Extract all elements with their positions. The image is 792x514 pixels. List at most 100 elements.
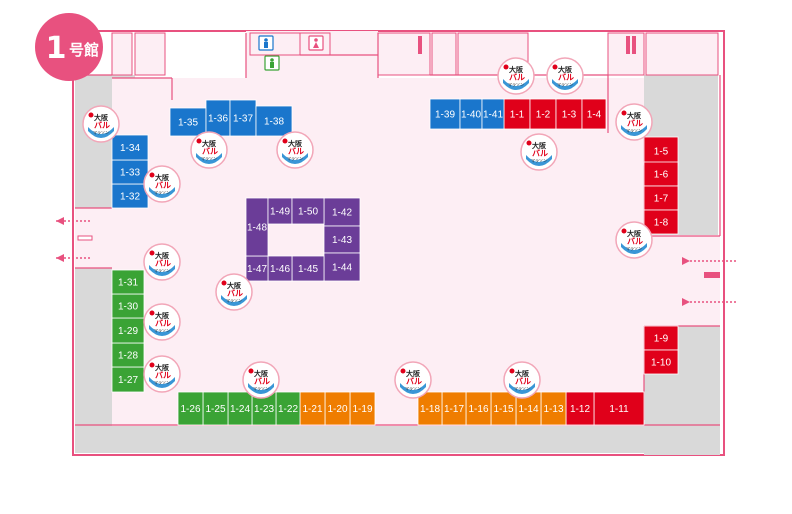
marker-text-1: 大阪 (254, 369, 269, 378)
booth-label: 1-16 (468, 404, 488, 415)
marker-text-1: 大阪 (202, 139, 217, 148)
booth-block (169, 107, 207, 137)
booth-1-48[interactable]: 1-48 (245, 197, 269, 257)
icon-head (314, 38, 318, 42)
booth-1-35[interactable]: 1-35 (169, 107, 207, 137)
booth-1-31[interactable]: 1-31 (111, 269, 145, 295)
booth-1-12[interactable]: 1-12 (565, 391, 595, 426)
booth-1-45[interactable]: 1-45 (291, 255, 325, 282)
booth-1-32[interactable]: 1-32 (111, 183, 149, 209)
marker-wave (282, 153, 308, 164)
mens-restroom-icon (258, 35, 274, 51)
marker-text-2: バル (532, 149, 548, 158)
marker-text-3: マラソン (514, 385, 530, 391)
booth-1-50[interactable]: 1-50 (291, 197, 325, 225)
booth-1-29[interactable]: 1-29 (111, 317, 145, 344)
marker-text-2: バル (155, 319, 171, 328)
booth-1-47[interactable]: 1-47 (245, 255, 269, 282)
booth-1-46[interactable]: 1-46 (267, 255, 293, 282)
booth-1-11[interactable]: 1-11 (593, 391, 645, 426)
booth-1-21[interactable]: 1-21 (299, 391, 326, 426)
booth-1-6[interactable]: 1-6 (643, 161, 679, 187)
booth-1-41[interactable]: 1-41 (481, 98, 505, 130)
marker-text-3: マラソン (226, 297, 242, 303)
booth-1-40[interactable]: 1-40 (459, 98, 483, 130)
booth-1-3[interactable]: 1-3 (555, 98, 583, 130)
hall-number: 1 (46, 31, 67, 66)
booth-1-25[interactable]: 1-25 (202, 391, 229, 426)
booth-block (465, 391, 492, 426)
booth-1-33[interactable]: 1-33 (111, 159, 149, 185)
marker-text-1: 大阪 (155, 311, 170, 320)
icon-body (270, 62, 274, 68)
booth-1-5[interactable]: 1-5 (643, 136, 679, 166)
booth-1-42[interactable]: 1-42 (323, 197, 361, 227)
booth-1-9[interactable]: 1-9 (643, 325, 679, 351)
marker-dot (282, 138, 288, 144)
booth-label: 1-28 (118, 351, 138, 362)
floor-area (644, 236, 720, 326)
marker-text-1: 大阪 (515, 369, 530, 378)
booth-1-1[interactable]: 1-1 (503, 98, 531, 130)
booth-1-44[interactable]: 1-44 (323, 252, 361, 282)
marker-text-2: バル (227, 289, 243, 298)
marker-text-3: マラソン (626, 245, 642, 251)
marker-wave (149, 265, 175, 276)
entrance-arrow-icon (56, 217, 92, 225)
booth-1-19[interactable]: 1-19 (349, 391, 376, 426)
booth-1-16[interactable]: 1-16 (465, 391, 492, 426)
booth-label: 1-36 (208, 114, 228, 125)
booth-label: 1-22 (278, 404, 298, 415)
booth-block (255, 105, 293, 137)
booth-1-18[interactable]: 1-18 (417, 391, 443, 426)
booth-block (291, 255, 325, 282)
booth-1-43[interactable]: 1-43 (323, 225, 361, 254)
marker-wave (552, 79, 578, 90)
booth-1-38[interactable]: 1-38 (255, 105, 293, 137)
booth-1-36[interactable]: 1-36 (205, 99, 231, 137)
booth-label: 1-27 (118, 375, 138, 386)
booth-1-15[interactable]: 1-15 (490, 391, 517, 426)
booth-1-2[interactable]: 1-2 (529, 98, 557, 130)
marker-text-3: マラソン (557, 81, 573, 87)
marker-dot (88, 112, 94, 118)
booth-1-24[interactable]: 1-24 (227, 391, 253, 426)
booth-1-49[interactable]: 1-49 (267, 197, 293, 225)
booth-1-27[interactable]: 1-27 (111, 366, 145, 393)
booth-label: 1-34 (120, 143, 140, 154)
booth-1-17[interactable]: 1-17 (441, 391, 467, 426)
booth-1-7[interactable]: 1-7 (643, 185, 679, 211)
booth-1-26[interactable]: 1-26 (177, 391, 204, 426)
booth-block (481, 98, 505, 130)
booth-1-22[interactable]: 1-22 (275, 391, 301, 426)
booth-label: 1-3 (562, 110, 577, 121)
booth-1-10[interactable]: 1-10 (643, 349, 679, 375)
marker-text-1: 大阪 (509, 65, 524, 74)
marker-text-1: 大阪 (288, 139, 303, 148)
booth-block (565, 391, 595, 426)
booth-block (291, 197, 325, 225)
booth-label: 1-49 (270, 207, 290, 218)
marker-dot (509, 368, 515, 374)
booth-1-20[interactable]: 1-20 (324, 391, 351, 426)
back-area (75, 425, 720, 453)
booth-1-34[interactable]: 1-34 (111, 134, 149, 161)
booth-1-13[interactable]: 1-13 (540, 391, 567, 426)
booth-label: 1-20 (327, 404, 347, 415)
booth-1-28[interactable]: 1-28 (111, 342, 145, 368)
booth-1-37[interactable]: 1-37 (229, 99, 257, 137)
icon-head (264, 38, 268, 42)
marker-dot (621, 110, 627, 116)
booth-label: 1-38 (264, 117, 284, 128)
marker-text-3: マラソン (253, 385, 269, 391)
marker-text-1: 大阪 (558, 65, 573, 74)
marker-wave (88, 127, 114, 138)
booth-1-4[interactable]: 1-4 (581, 98, 607, 130)
marker-text-2: バル (288, 147, 304, 156)
booth-1-39[interactable]: 1-39 (429, 98, 461, 130)
booth-block (299, 391, 326, 426)
marker-text-3: マラソン (508, 81, 524, 87)
booth-label: 1-21 (302, 404, 322, 415)
booth-1-30[interactable]: 1-30 (111, 293, 145, 319)
